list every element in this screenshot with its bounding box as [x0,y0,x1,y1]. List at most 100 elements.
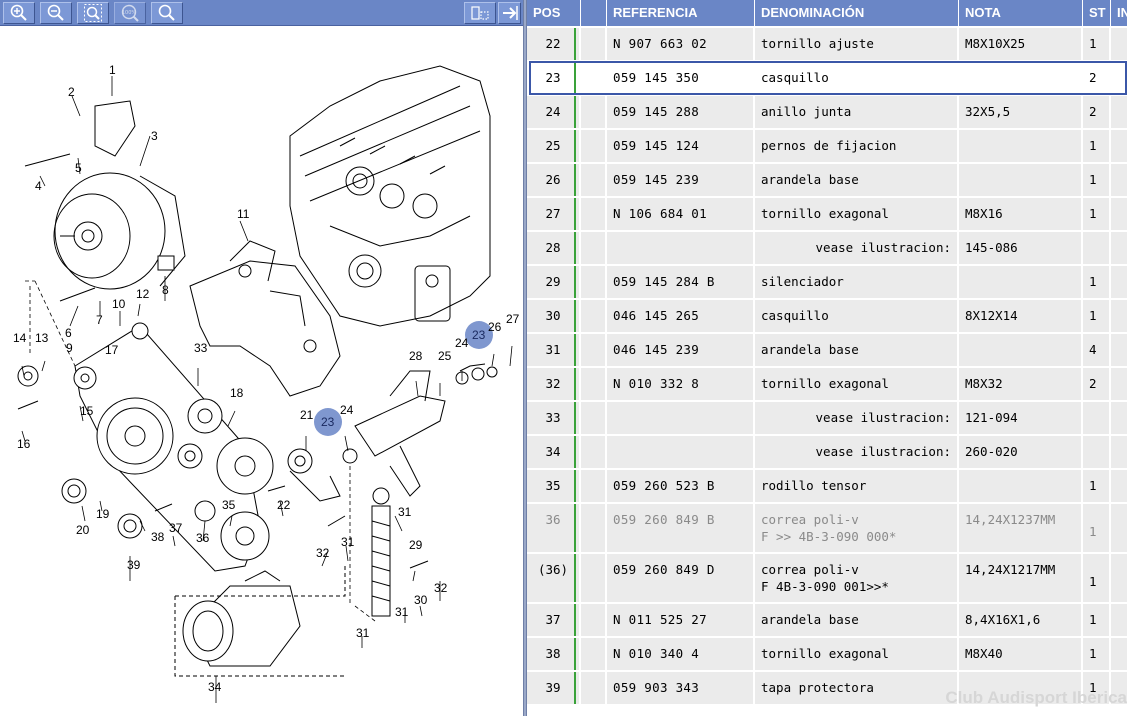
highlight-marker-23-b[interactable] [314,408,342,436]
callout-1[interactable]: 1 [109,63,116,77]
callout-3[interactable]: 3 [151,129,158,143]
zoom-100-button[interactable]: 100% [114,2,146,24]
column-header-denominacion[interactable]: DENOMINACIÓN [755,0,959,26]
callout-16[interactable]: 16 [17,437,31,451]
callout-25[interactable]: 25 [438,349,452,363]
cell-st-text: 2 [1089,376,1097,391]
column-header-pos[interactable]: POS [527,0,581,26]
cell-ref: 059 260 849 D [607,554,753,602]
cell-pos-text: 31 [545,342,561,357]
cell-den: pernos de fijacion [755,130,957,162]
callout-26[interactable]: 26 [488,320,502,334]
callout-11[interactable]: 11 [237,207,250,221]
cell-pos: 27 [527,198,579,230]
callout-13[interactable]: 13 [35,331,49,345]
row-marker [581,402,605,434]
callout-8[interactable]: 8 [162,283,169,297]
cell-pos-text: 27 [545,206,561,221]
cell-nota: 8X12X14 [959,300,1081,332]
callout-39[interactable]: 39 [127,558,141,572]
highlight-marker-23-a[interactable] [465,321,493,349]
callout-9[interactable]: 9 [66,341,73,355]
callout-30[interactable]: 30 [414,593,428,607]
cell-pos-text: 38 [545,646,561,661]
callout-23-b[interactable]: 23 [321,415,335,429]
callout-38[interactable]: 38 [151,530,165,544]
callout-6[interactable]: 6 [65,326,72,340]
column-header-referencia[interactable]: REFERENCIA [607,0,755,26]
expand-arrow-button[interactable] [498,2,521,24]
callout-27[interactable]: 27 [506,312,520,326]
callout-19[interactable]: 19 [96,507,110,521]
callout-4[interactable]: 4 [35,179,42,193]
callout-10[interactable]: 10 [112,297,126,311]
callout-15[interactable]: 15 [80,404,94,418]
cell-extra [1111,300,1127,332]
zoom-out-button[interactable] [40,2,72,24]
row-status-bar [574,402,576,434]
callout-20[interactable]: 20 [76,523,90,537]
zoom-in-button[interactable] [3,2,35,24]
cell-st-text: 1 [1089,478,1097,493]
callout-14[interactable]: 14 [13,331,27,345]
callout-28[interactable]: 28 [409,349,423,363]
callout-12[interactable]: 12 [136,287,150,301]
callout-5[interactable]: 5 [75,161,82,175]
callout-34[interactable]: 34 [208,680,222,694]
column-header-st[interactable]: ST [1083,0,1111,26]
callout-22[interactable]: 22 [277,498,291,512]
callout-32-a[interactable]: 32 [316,546,330,560]
callout-2[interactable]: 2 [68,85,75,99]
cell-st: 1 [1083,28,1109,60]
callout-33[interactable]: 33 [194,341,208,355]
cell-ref: 046 145 239 [607,334,753,366]
layout-toggle-button[interactable] [464,2,496,24]
callout-37[interactable]: 37 [169,521,183,535]
cell-den: tornillo exagonal [755,368,957,400]
zoom-fit-button[interactable] [77,2,109,24]
callout-17[interactable]: 17 [105,343,119,357]
callout-7[interactable]: 7 [96,313,103,327]
callout-36[interactable]: 36 [196,531,210,545]
callout-23-a[interactable]: 23 [472,328,486,342]
search-button[interactable] [151,2,183,24]
callout-18[interactable]: 18 [230,386,244,400]
callout-24-a[interactable]: 24 [340,403,354,417]
row-marker [581,436,605,468]
column-header-extra[interactable]: IN [1117,5,1127,20]
callout-31-c[interactable]: 31 [395,605,409,619]
callout-32-b[interactable]: 32 [434,581,448,595]
pane-splitter[interactable] [523,0,527,716]
callout-31-b[interactable]: 31 [341,535,355,549]
callout-31-a[interactable]: 31 [398,505,412,519]
cell-extra [1111,638,1127,670]
callout-35[interactable]: 35 [222,498,236,512]
callout-21[interactable]: 21 [300,408,314,422]
column-header-nota[interactable]: NOTA [959,0,1083,26]
callout-29[interactable]: 29 [409,538,423,552]
row-marker [581,470,605,502]
cell-nota [959,334,1081,366]
callout-31-d[interactable]: 31 [356,626,370,640]
callout-24-b[interactable]: 24 [455,336,469,350]
cell-extra [1111,62,1127,94]
